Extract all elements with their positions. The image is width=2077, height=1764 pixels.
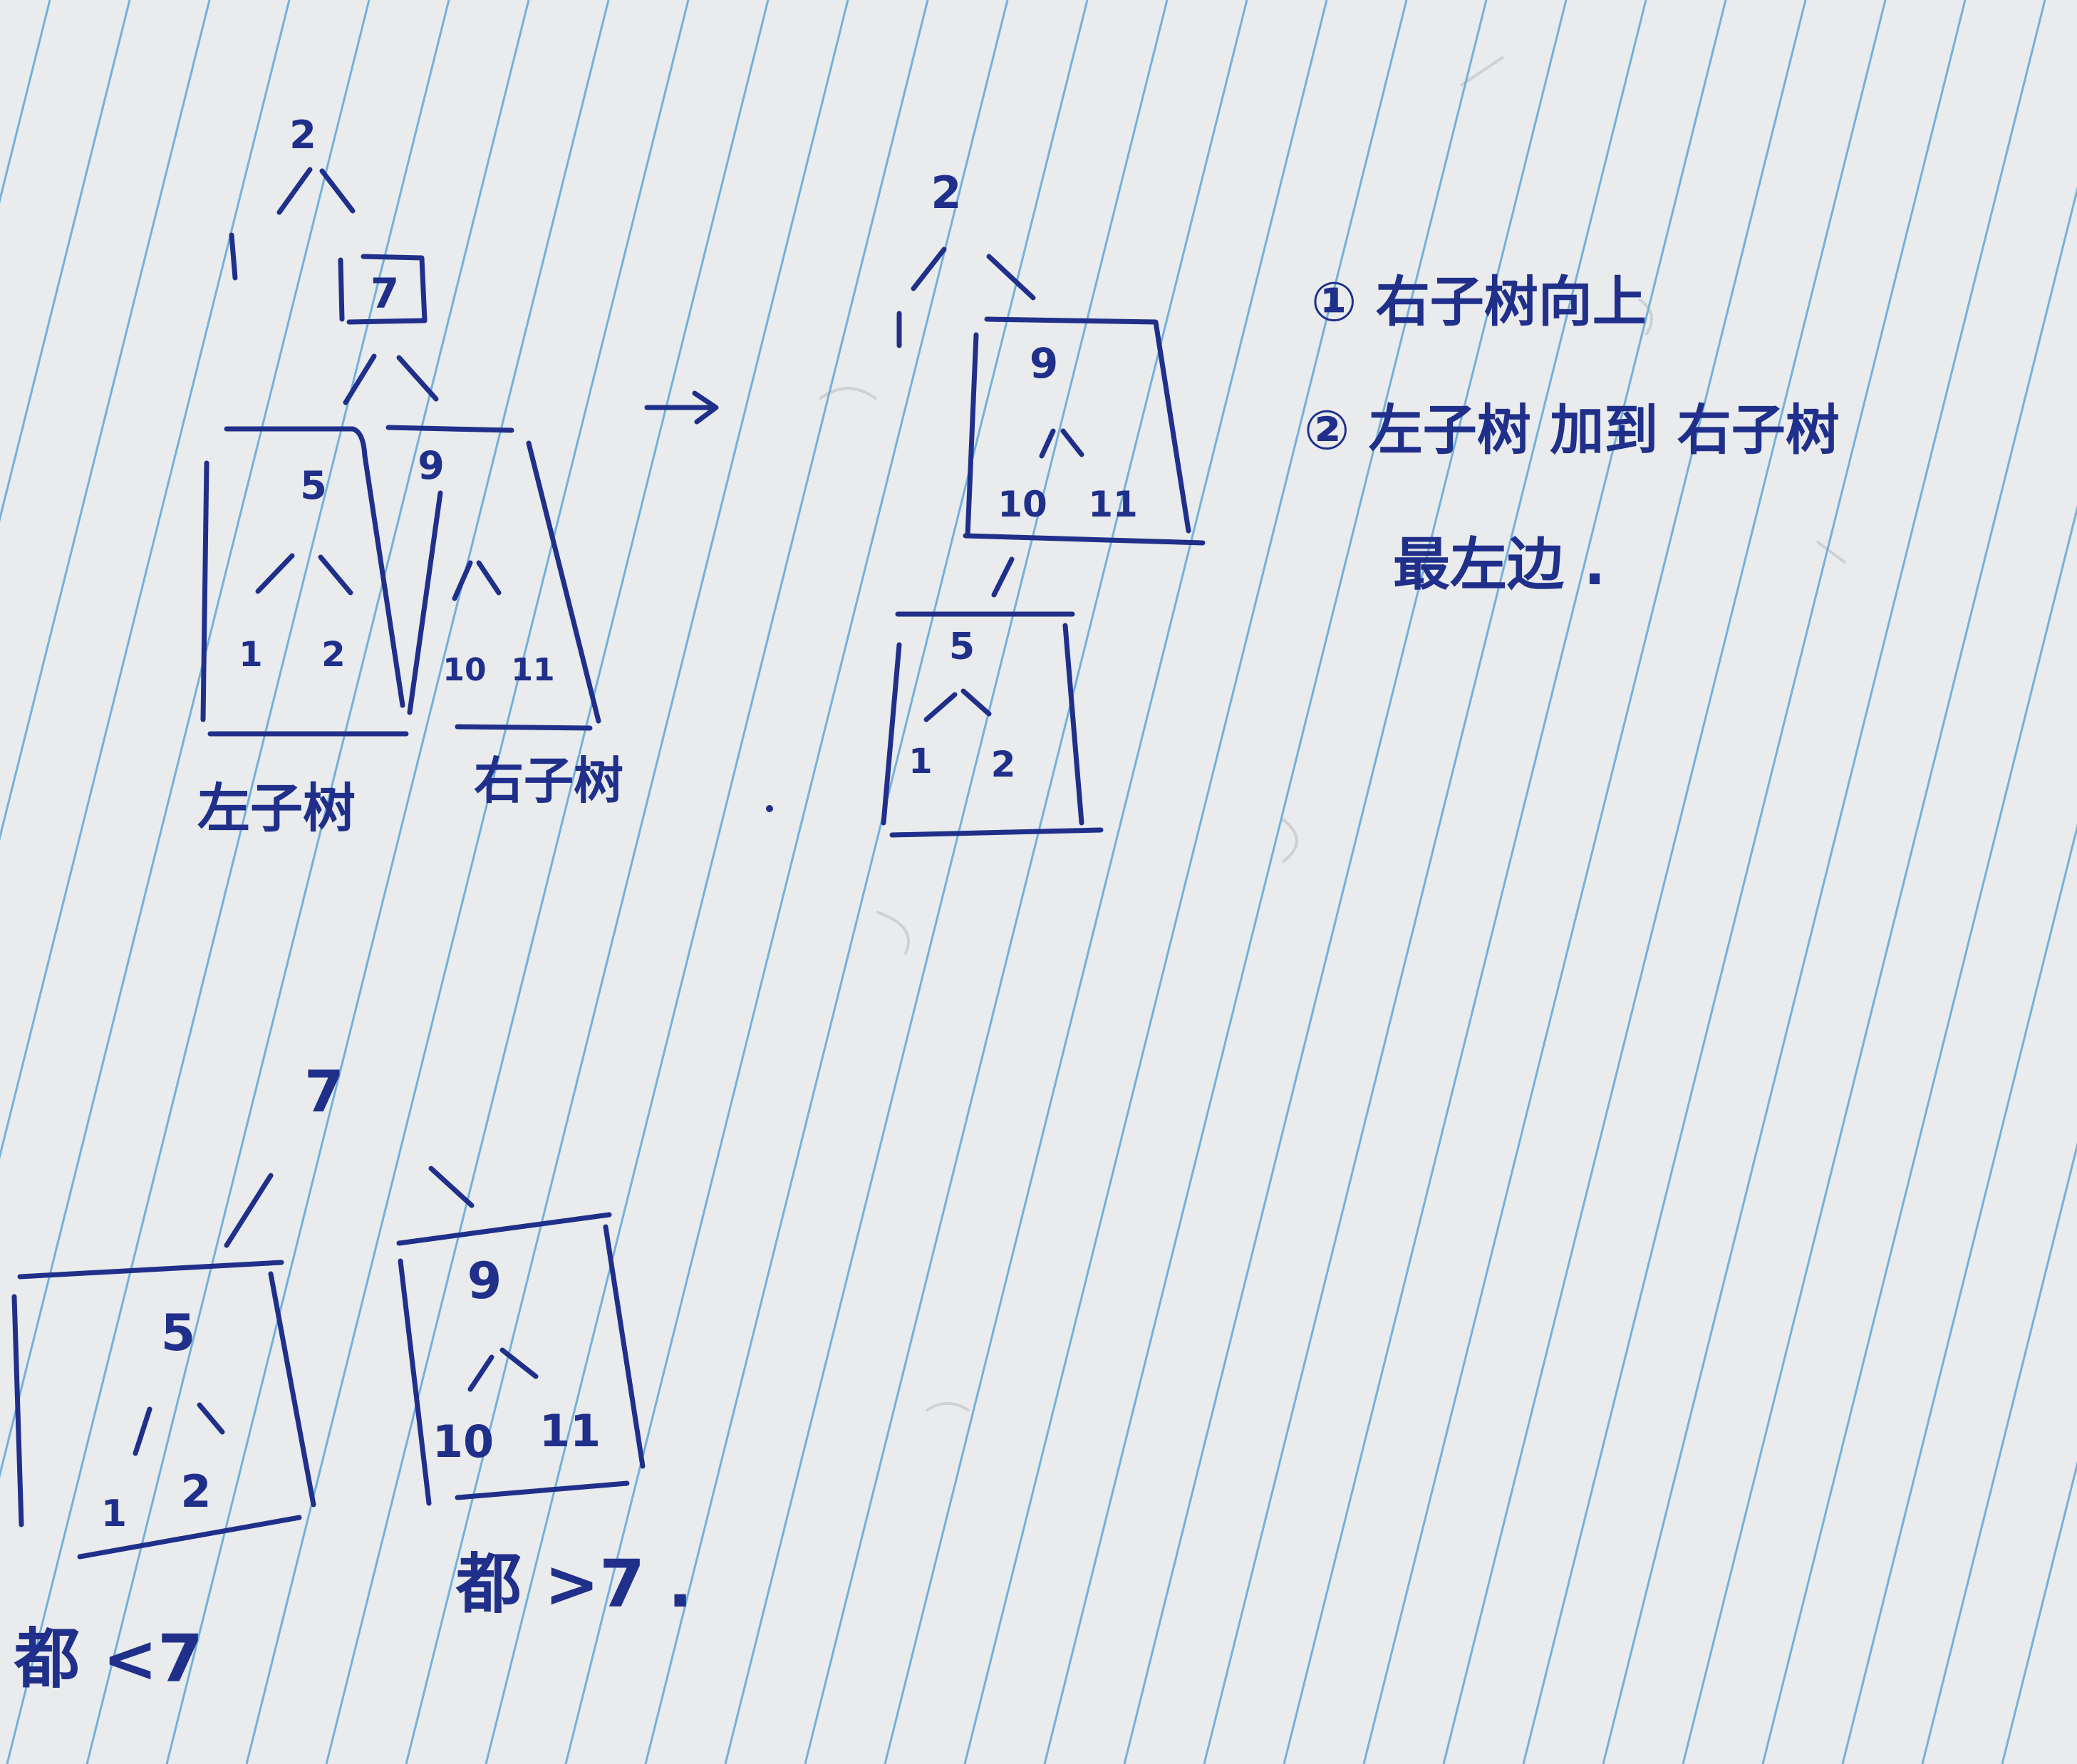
d1-left-subtree-root: 5 <box>300 463 327 508</box>
note-step-1: ① 右子树向上 <box>1311 270 1647 333</box>
d2-lower-subtree-root: 5 <box>949 626 975 668</box>
d2-upper-subtree-left: 10 <box>998 484 1047 525</box>
d3-left-subtree-edges <box>133 1402 225 1456</box>
ruled-line <box>245 0 690 1764</box>
ruled-line <box>644 0 1089 1764</box>
ruled-line <box>1442 0 1887 1764</box>
ruled-line <box>724 0 1169 1764</box>
d2-lower-subtree-edges <box>923 688 992 722</box>
d3-right-subtree-edges <box>467 1347 539 1392</box>
ruled-line <box>1043 0 1488 1764</box>
d3-root-node: 7 <box>304 1059 344 1125</box>
d1-right-subtree-frame <box>385 425 601 731</box>
ruled-line <box>564 0 1009 1764</box>
ruled-line <box>405 0 849 1764</box>
d3-left-subtree-left: 1 <box>101 1493 127 1535</box>
d3-right-subtree-frame <box>396 1212 646 1506</box>
d3-label-right: 都 >7 . <box>455 1546 693 1622</box>
d1-left-subtree-right: 2 <box>321 635 345 675</box>
ruled-line <box>963 0 1408 1764</box>
diagram-1: 2 1 7 5 1 2 9 10 11 左子树 右子树 <box>197 113 623 839</box>
ruled-line <box>86 0 530 1764</box>
diagram-3: 7 5 1 2 9 10 11 都 <7 都 >7 . <box>11 1059 693 1697</box>
d2-root-edges <box>911 247 1036 301</box>
d1-root-edges <box>276 167 356 215</box>
transform-arrow <box>644 390 719 425</box>
d1-right-subtree-right: 11 <box>511 652 554 688</box>
d1-right-subtree-edges <box>452 560 502 601</box>
ruled-line <box>165 0 610 1764</box>
d3-root-edges <box>224 1166 475 1248</box>
ruled-line <box>6 0 450 1764</box>
d3-left-subtree-right: 2 <box>180 1465 211 1517</box>
d1-target-node: 7 <box>371 269 399 318</box>
ruled-line <box>485 0 929 1764</box>
ruled-line <box>1203 0 1647 1764</box>
d2-lower-subtree-frame <box>881 611 1104 838</box>
d2-upper-subtree-root: 9 <box>1030 339 1058 388</box>
ruled-line <box>0 0 211 841</box>
ruled-line <box>0 0 371 1478</box>
bleed-through-marks <box>818 56 1847 1412</box>
diagram-2: 2 1 9 10 11 5 1 2 <box>881 167 1206 838</box>
ruled-line <box>2001 1461 2077 1764</box>
d1-target-box <box>338 254 428 325</box>
d2-lower-subtree-right: 2 <box>991 744 1016 785</box>
d1-root-node: 2 <box>289 113 316 157</box>
notes: ① 右子树向上 ② 左子树 加到 右子树 最左边 . <box>1304 270 1840 598</box>
d2-lower-subtree-left: 1 <box>908 742 932 782</box>
d1-target-edges <box>343 353 439 405</box>
d1-label-right-subtree: 右子树 <box>474 752 623 810</box>
ruled-line <box>0 0 131 523</box>
note-step-2-continued: 最左边 . <box>1393 531 1605 598</box>
d2-upper-subtree-edges <box>1039 428 1084 459</box>
ruled-line <box>325 0 770 1764</box>
ruled-line <box>1123 0 1568 1764</box>
d3-label-left: 都 <7 <box>14 1621 203 1697</box>
ruled-line <box>1921 1142 2077 1764</box>
ruled-line <box>1761 504 2077 1764</box>
d2-connector-edge <box>991 556 1015 598</box>
d1-left-subtree-left: 1 <box>239 635 262 675</box>
ruled-line <box>1283 0 1727 1764</box>
d2-root-node: 2 <box>931 167 961 219</box>
d3-left-subtree-root: 5 <box>161 1304 196 1362</box>
d1-label-left-subtree: 左子树 <box>197 778 356 839</box>
d1-right-subtree-root: 9 <box>418 443 445 488</box>
ruled-line <box>0 0 51 204</box>
ruled-line <box>804 0 1248 1764</box>
ruled-line <box>1522 0 1967 1764</box>
stray-dot <box>766 805 773 812</box>
d2-upper-subtree-frame <box>963 316 1206 546</box>
d1-left-subtree-frame <box>200 426 409 737</box>
d3-right-subtree-right: 11 <box>539 1405 601 1457</box>
ruled-line <box>1602 0 2046 1764</box>
note-step-2: ② 左子树 加到 右子树 <box>1304 398 1840 462</box>
d1-left-subtree-edges <box>255 553 353 596</box>
ruled-line <box>1682 186 2077 1764</box>
d3-right-subtree-root: 9 <box>467 1252 502 1310</box>
d1-left-leaf-stroke <box>229 232 238 281</box>
ruled-line <box>884 0 1328 1764</box>
ruled-line <box>1841 823 2077 1764</box>
d1-right-subtree-left: 10 <box>442 652 486 688</box>
ruled-line <box>1362 0 1807 1764</box>
d3-right-subtree-left: 10 <box>433 1416 494 1468</box>
d2-upper-subtree-right: 11 <box>1088 484 1138 525</box>
ruled-line <box>0 0 291 1160</box>
d3-left-subtree-frame <box>11 1260 316 1560</box>
